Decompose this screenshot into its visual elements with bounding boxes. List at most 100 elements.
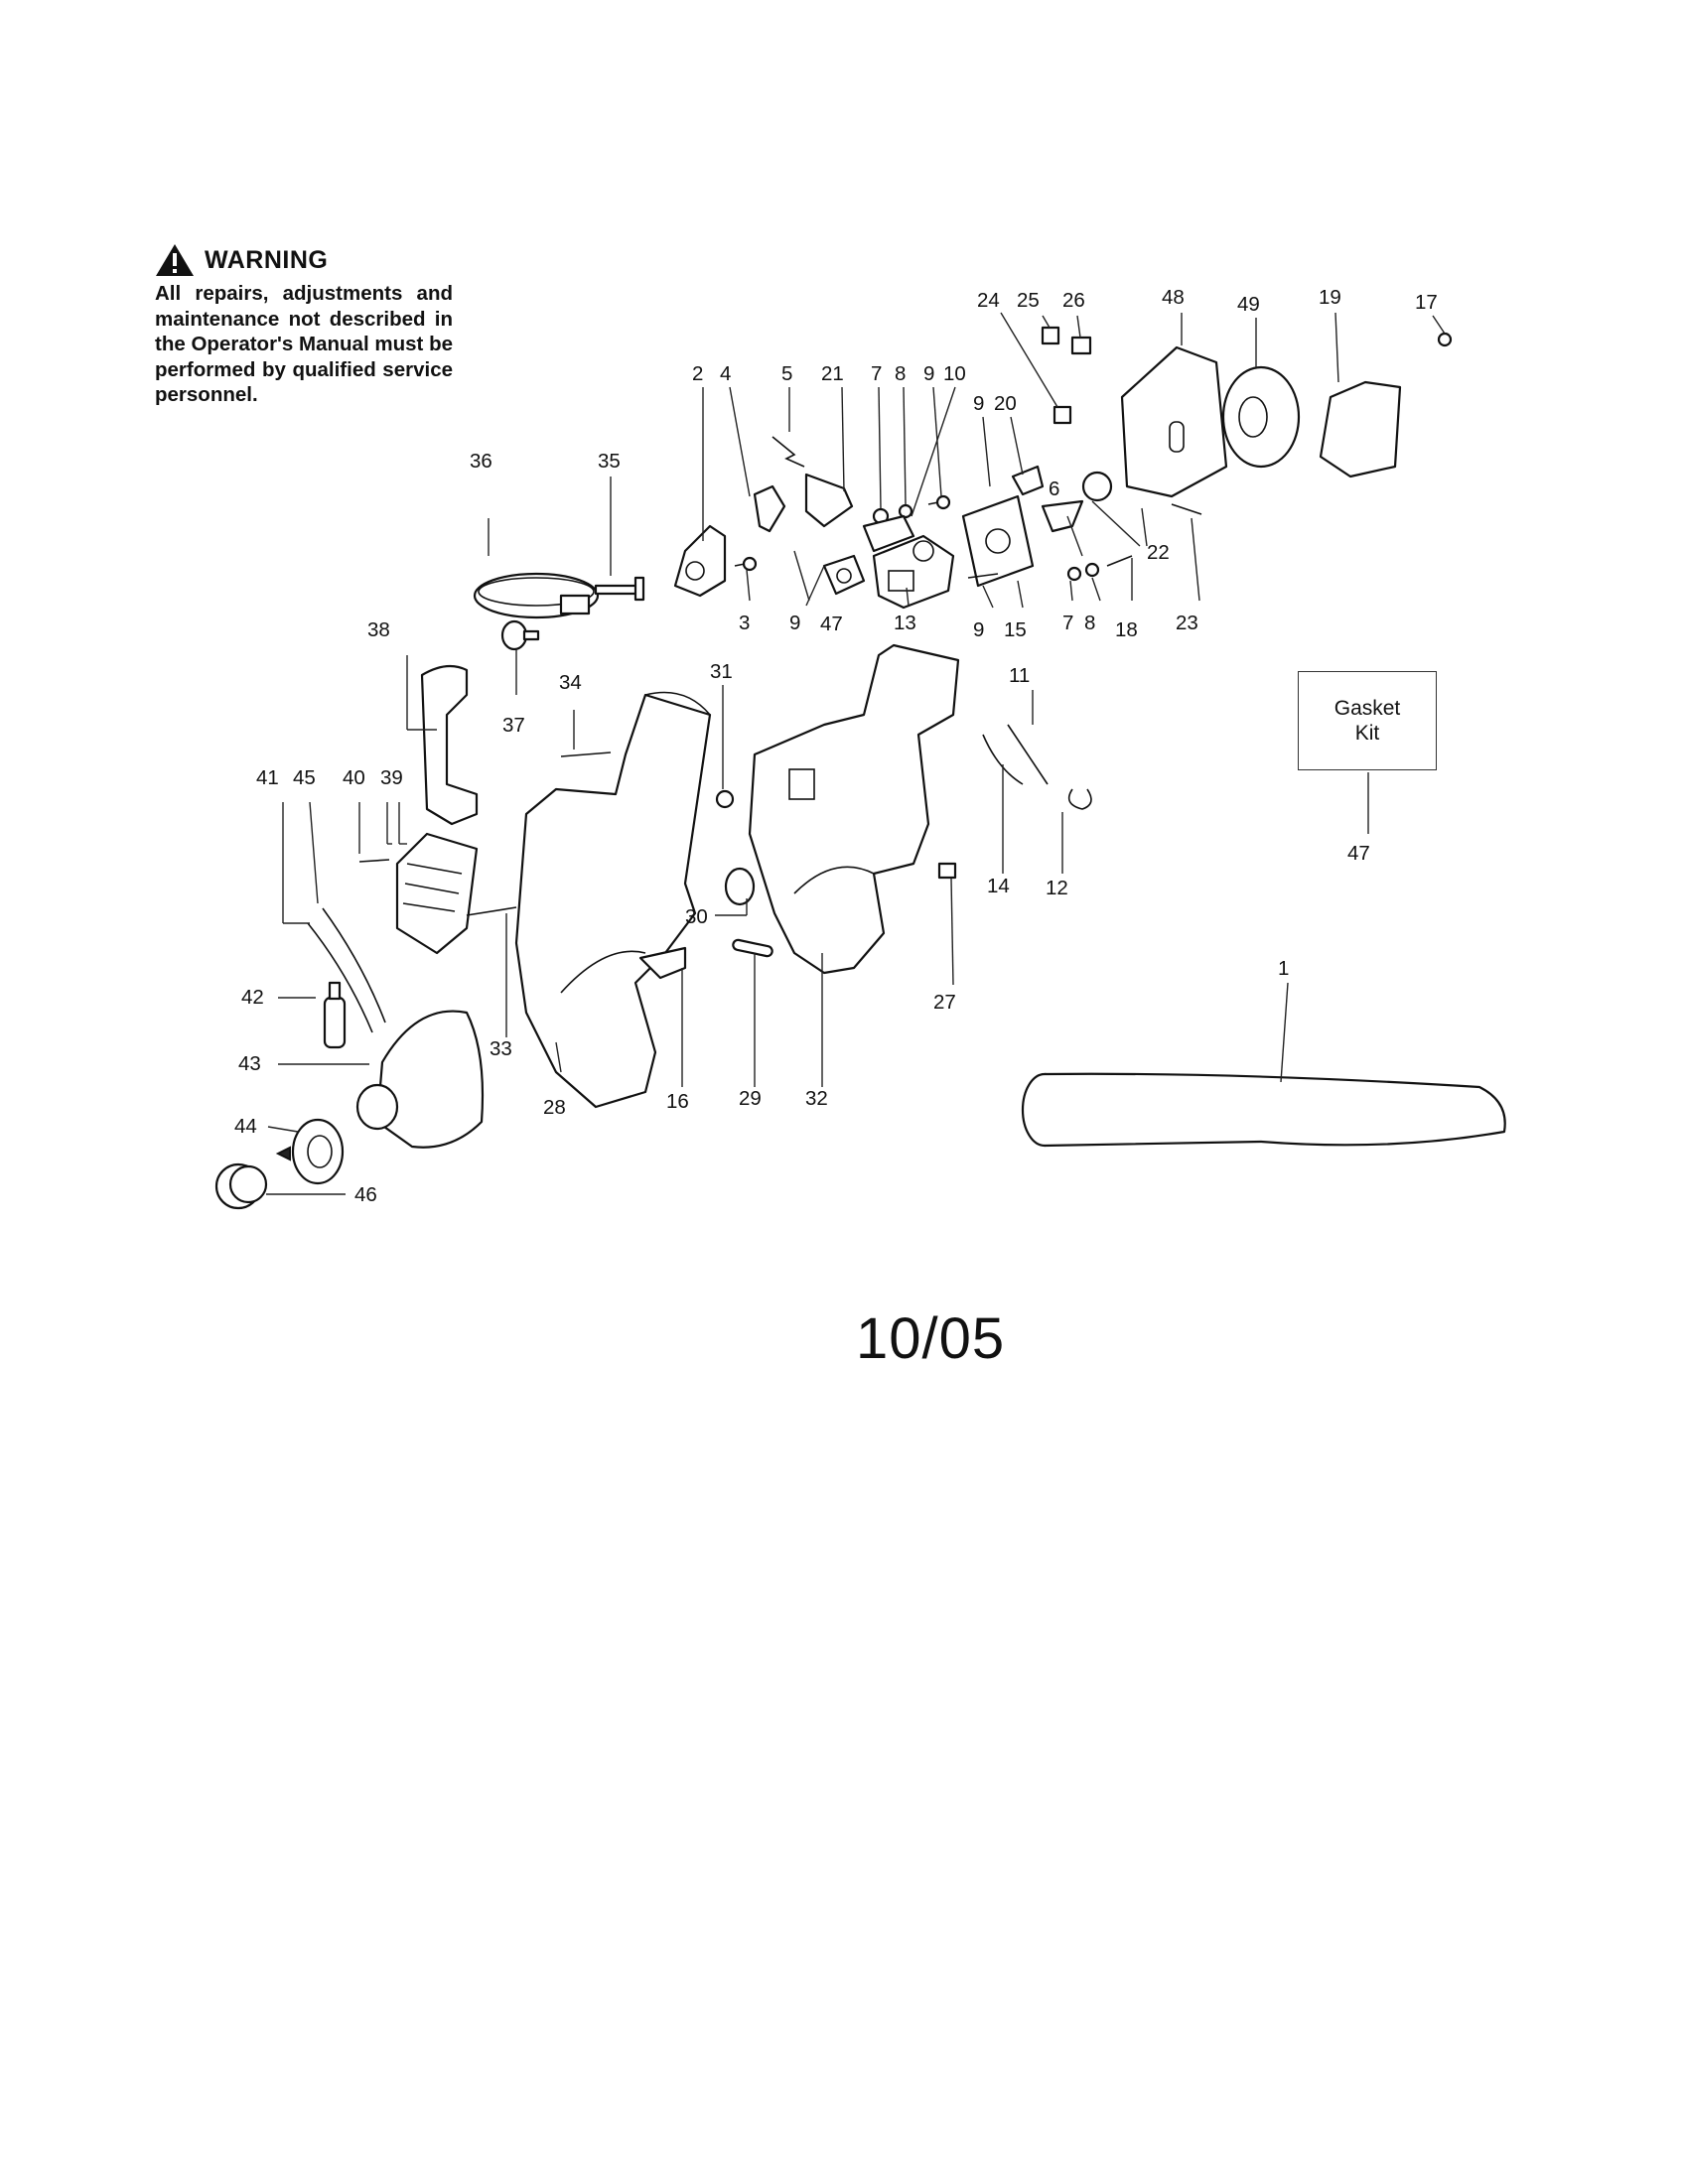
warning-title: WARNING bbox=[205, 245, 329, 274]
part-42-fuel-filter bbox=[323, 981, 347, 1049]
part-38-handle bbox=[420, 664, 479, 826]
part-33-screw bbox=[466, 906, 517, 916]
part-16-clip bbox=[638, 946, 687, 980]
part-44-ring bbox=[275, 1118, 345, 1185]
callout-labels: 1 2 3 4 5 6 7 7 8 8 9 9 9 9 10 11 12 13 … bbox=[234, 286, 1438, 1206]
callout-45: 45 bbox=[293, 766, 316, 789]
part-4-lever bbox=[753, 484, 786, 533]
warning-notice: WARNING All repairs, adjustments and mai… bbox=[155, 243, 453, 408]
callout-48: 48 bbox=[1162, 286, 1185, 309]
part-15-plate bbox=[961, 494, 1035, 588]
callout-30: 30 bbox=[685, 905, 708, 928]
part-29-pin bbox=[732, 938, 773, 958]
callout-11: 11 bbox=[1009, 664, 1030, 687]
callout-47: 47 bbox=[820, 613, 843, 635]
callout-3: 3 bbox=[739, 612, 750, 634]
callout-26: 26 bbox=[1062, 289, 1085, 312]
callout-22: 22 bbox=[1147, 541, 1170, 564]
part-1-blower-tube bbox=[1021, 1072, 1506, 1148]
part-8-nut bbox=[898, 503, 913, 519]
part-25-bushing bbox=[1041, 326, 1060, 345]
part-9-screw-lower bbox=[967, 573, 999, 579]
warning-text: All repairs, adjustments and maintenance… bbox=[155, 282, 453, 406]
part-39-guard bbox=[395, 832, 479, 955]
part-41-fuel-line bbox=[307, 922, 373, 1033]
leader-lines bbox=[266, 312, 1446, 1195]
part-8-nut-lower bbox=[1084, 562, 1100, 578]
callout-43: 43 bbox=[238, 1052, 261, 1075]
part-11-wire bbox=[1007, 724, 1049, 785]
gasket-kit-label: Gasket Kit bbox=[1333, 697, 1401, 745]
callout-44: 44 bbox=[234, 1115, 257, 1138]
part-24-grommet bbox=[1052, 405, 1072, 425]
callout-17: 17 bbox=[1415, 291, 1438, 314]
callout-10: 10 bbox=[943, 362, 966, 385]
callout-9b: 9 bbox=[973, 392, 984, 415]
callout-35: 35 bbox=[598, 450, 621, 473]
callout-9: 9 bbox=[923, 362, 934, 385]
callout-8: 8 bbox=[895, 362, 906, 385]
part-35-bolt bbox=[594, 576, 645, 602]
callout-14: 14 bbox=[987, 875, 1010, 897]
part-43-fuel-tank bbox=[355, 1010, 485, 1149]
callout-33: 33 bbox=[490, 1037, 512, 1060]
callout-20: 20 bbox=[994, 392, 1017, 415]
callout-24: 24 bbox=[977, 289, 1000, 312]
callout-27: 27 bbox=[933, 991, 956, 1014]
part-17-screw bbox=[1437, 332, 1453, 347]
callout-1: 1 bbox=[1278, 957, 1289, 980]
callout-40: 40 bbox=[343, 766, 365, 789]
callout-21: 21 bbox=[821, 362, 844, 385]
part-5-spring bbox=[772, 436, 805, 468]
part-30-impeller bbox=[724, 867, 756, 906]
part-23-screw bbox=[1171, 503, 1202, 515]
callout-46: 46 bbox=[354, 1183, 377, 1206]
part-28-housing bbox=[514, 691, 712, 1109]
part-6-lever bbox=[1041, 499, 1084, 533]
date-code: 10/05 bbox=[856, 1306, 1006, 1371]
callout-29: 29 bbox=[739, 1087, 762, 1110]
callout-47-gasket: 47 bbox=[1347, 842, 1370, 865]
warning-triangle-icon bbox=[156, 244, 194, 276]
callout-6: 6 bbox=[1049, 478, 1059, 500]
part-37-knob bbox=[500, 619, 540, 651]
part-2-adapter bbox=[673, 524, 727, 598]
part-21-plate bbox=[804, 473, 854, 528]
part-40-screw bbox=[358, 859, 390, 863]
part-34-screw bbox=[560, 751, 612, 757]
callout-25: 25 bbox=[1017, 289, 1040, 312]
part-9-screw bbox=[927, 494, 951, 510]
part-3-screw bbox=[734, 556, 758, 572]
gasket-kit-box: Gasket Kit bbox=[1298, 671, 1437, 770]
part-19-cover bbox=[1319, 380, 1402, 478]
part-18-bolt bbox=[1106, 555, 1133, 567]
part-22-washer bbox=[1081, 471, 1113, 502]
callout-13: 13 bbox=[894, 612, 916, 634]
part-32-housing bbox=[748, 643, 960, 975]
part-7-washer-lower bbox=[1066, 566, 1082, 582]
callout-18: 18 bbox=[1115, 618, 1138, 641]
part-49-filter bbox=[1221, 365, 1301, 469]
part-36-strap bbox=[473, 572, 600, 619]
callout-37: 37 bbox=[502, 714, 525, 737]
callout-4: 4 bbox=[720, 362, 731, 385]
part-45-fuel-line bbox=[322, 907, 386, 1024]
part-20-link bbox=[1011, 465, 1045, 496]
callout-8b: 8 bbox=[1084, 612, 1095, 634]
callout-5: 5 bbox=[781, 362, 792, 385]
callout-7: 7 bbox=[871, 362, 882, 385]
callout-34: 34 bbox=[559, 671, 582, 694]
warning-header: WARNING bbox=[155, 243, 453, 277]
callout-32: 32 bbox=[805, 1087, 828, 1110]
callout-16: 16 bbox=[666, 1090, 689, 1113]
callout-42: 42 bbox=[241, 986, 264, 1009]
part-27-grommet bbox=[937, 862, 957, 880]
callout-36: 36 bbox=[470, 450, 492, 473]
callout-41: 41 bbox=[256, 766, 279, 789]
part-13-carburetor bbox=[872, 534, 955, 610]
callout-39: 39 bbox=[380, 766, 403, 789]
callout-15: 15 bbox=[1004, 618, 1027, 641]
callout-9c: 9 bbox=[789, 612, 800, 634]
part-48-air-box bbox=[1120, 345, 1228, 498]
